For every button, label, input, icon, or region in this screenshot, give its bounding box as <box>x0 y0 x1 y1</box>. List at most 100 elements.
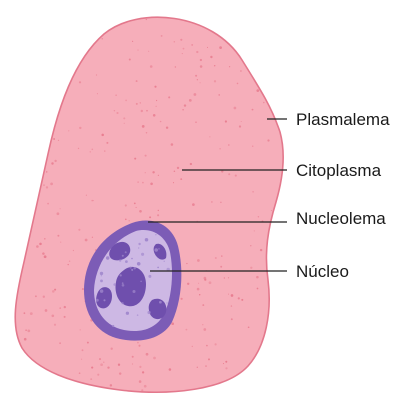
cytoplasm-granule <box>67 264 68 265</box>
cytoplasm-granule <box>106 142 108 144</box>
nucleoplasm-granule <box>133 267 135 269</box>
cytoplasm-granule <box>90 378 92 380</box>
cytoplasm-granule <box>237 83 239 85</box>
nucleoplasm-granule <box>164 261 165 262</box>
cytoplasm-granule <box>136 207 137 208</box>
cytoplasm-granule <box>150 183 153 186</box>
nucleoplasm-granule <box>138 247 139 248</box>
nucleoplasm-granule <box>140 281 141 282</box>
cytoplasm-granule <box>78 148 79 149</box>
nucleoplasm-granule <box>119 259 121 261</box>
cytoplasm-granule <box>149 216 151 218</box>
cytoplasm-granule <box>191 44 193 46</box>
cytoplasm-granule <box>53 138 55 140</box>
cytoplasm-granule <box>101 134 104 137</box>
cytoplasm-granule <box>200 65 203 68</box>
cytoplasm-granule <box>46 171 48 173</box>
label-nucleo: Núcleo <box>296 262 349 281</box>
cytoplasm-granule <box>158 210 159 211</box>
cytoplasm-granule <box>177 167 179 169</box>
cytoplasm-granule <box>228 173 230 175</box>
cytoplasm-granule <box>260 249 262 251</box>
cytoplasm-granule <box>97 374 99 376</box>
cytoplasm-granule <box>78 229 80 231</box>
nucleoplasm-granule <box>101 275 102 276</box>
cytoplasm-granule <box>196 51 198 53</box>
cytoplasm-granule <box>82 288 84 290</box>
cytoplasm-granule <box>52 290 55 293</box>
cytoplasm-granule <box>42 252 45 255</box>
cytoplasm-granule <box>118 364 120 366</box>
cytoplasm-granule <box>142 371 144 373</box>
label-nucleolema: Nucleolema <box>296 209 386 228</box>
cytoplasm-granule <box>239 125 241 127</box>
cytoplasm-granule <box>99 358 101 360</box>
cytoplasm-granule <box>138 345 140 347</box>
cytoplasm-granule <box>182 109 183 110</box>
cytoplasm-granule <box>80 329 81 330</box>
cytoplasm-granule <box>30 312 33 315</box>
cytoplasm-granule <box>161 35 163 37</box>
cytoplasm-granule <box>91 367 93 369</box>
cytoplasm-granule <box>267 139 269 141</box>
cytoplasm-granule <box>116 112 118 114</box>
cytoplasm-granule <box>110 384 112 386</box>
cytoplasm-granule <box>157 214 159 216</box>
cytoplasm-granule <box>145 172 146 173</box>
cytoplasm-granule <box>24 338 27 341</box>
cytoplasm-granule <box>85 239 88 242</box>
cytoplasm-granule <box>219 46 222 49</box>
cytoplasm-granule <box>252 191 254 193</box>
cytoplasm-granule <box>256 89 259 92</box>
cytoplasm-granule <box>214 65 215 66</box>
cytoplasm-granule <box>186 263 187 264</box>
cytoplasm-granule <box>168 96 170 98</box>
cytoplasm-granule <box>79 127 81 129</box>
cytoplasm-granule <box>160 121 162 123</box>
cytoplasm-granule <box>51 162 53 164</box>
cytoplasm-granule <box>192 203 195 206</box>
cytoplasm-granule <box>148 51 149 52</box>
cytoplasm-granule <box>39 243 42 246</box>
cytoplasm-granule <box>139 380 142 383</box>
cytoplasm-granule <box>142 182 144 184</box>
nucleoplasm-granule <box>154 248 158 252</box>
nucleoplasm-granule <box>125 260 128 263</box>
cytoplasm-granule <box>134 158 136 160</box>
cytoplasm-granule <box>257 288 259 290</box>
cytoplasm-granule <box>59 307 61 309</box>
cytoplasm-granule <box>111 348 113 350</box>
cytoplasm-granule <box>194 93 197 96</box>
cytoplasm-granule <box>197 79 198 80</box>
cytoplasm-granule <box>187 283 189 285</box>
nucleoplasm-granule <box>113 283 116 286</box>
cytoplasm-granule <box>136 103 138 105</box>
cytoplasm-granule <box>64 316 66 318</box>
cytoplasm-granule <box>214 80 216 82</box>
cytoplasm-granule <box>145 155 147 157</box>
cytoplasm-granule <box>119 372 121 374</box>
cytoplasm-granule <box>54 289 56 291</box>
cytoplasm-granule <box>44 238 46 240</box>
cytoplasm-granule <box>218 94 220 96</box>
cytoplasm-granule <box>36 245 39 248</box>
cytoplasm-granule <box>209 281 212 284</box>
nucleoplasm-granule <box>130 266 132 268</box>
nucleoplasm-granule <box>145 238 149 242</box>
cytoplasm-granule <box>174 171 176 173</box>
cytoplasm-granule <box>225 120 227 122</box>
cytoplasm-granule <box>271 210 272 211</box>
cytoplasm-granule <box>46 186 48 188</box>
cytoplasm-granule <box>104 150 105 151</box>
cytoplasm-granule <box>180 178 182 180</box>
cytoplasm-granule <box>250 267 252 269</box>
cytoplasm-granule <box>186 329 188 331</box>
cytoplasm-granule <box>171 322 174 325</box>
nucleoplasm-granule <box>126 312 129 315</box>
cytoplasm-granule <box>92 149 94 151</box>
cytoplasm-granule <box>142 125 145 128</box>
chromatin-patch <box>149 299 167 319</box>
cytoplasm-granule <box>134 203 136 205</box>
nucleoplasm-granule <box>122 284 125 287</box>
